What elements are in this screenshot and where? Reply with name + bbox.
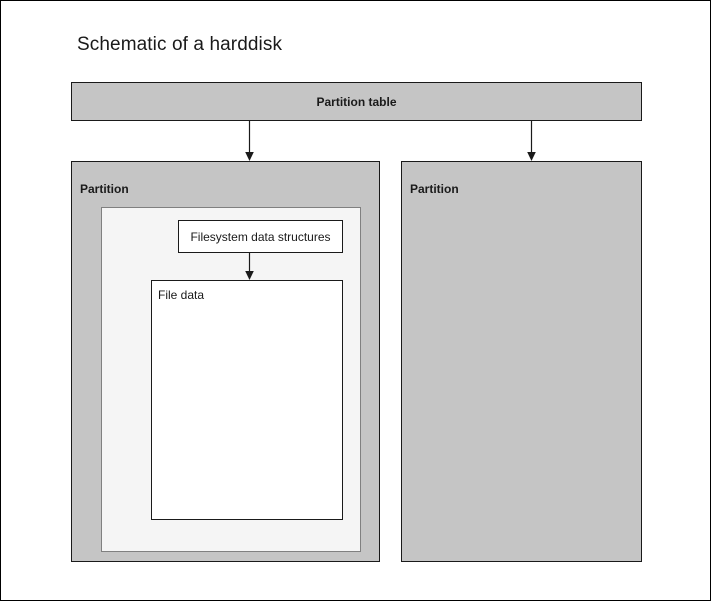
arrow-filesystem-structures-to-file-data (241, 253, 258, 281)
partition-left-label: Partition (80, 182, 129, 196)
file-data-box[interactable]: File data (151, 280, 343, 520)
diagram-title: Schematic of a harddisk (77, 34, 283, 55)
partition-table-label: Partition table (316, 94, 397, 109)
filesystem-data-structures-box[interactable]: Filesystem data structures (178, 220, 343, 253)
file-data-label: File data (158, 288, 205, 302)
filesystem-data-structures-label: Filesystem data structures (190, 229, 331, 244)
arrow-partition-table-to-partition-left (241, 121, 258, 162)
partition-box-right[interactable]: Partition (401, 161, 642, 562)
partition-table-box[interactable]: Partition table (71, 82, 642, 121)
arrow-partition-table-to-partition-right (523, 121, 540, 162)
partition-right-label: Partition (410, 182, 459, 196)
